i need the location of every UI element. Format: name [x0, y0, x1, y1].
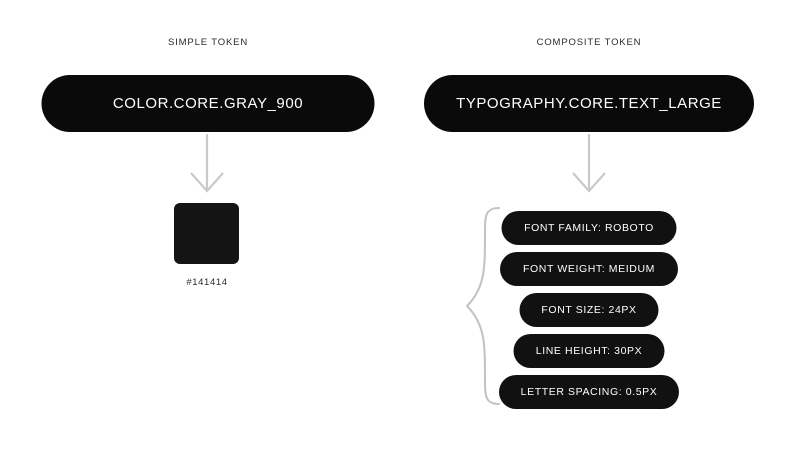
composite-token-pill[interactable]: TYPOGRAPHY.CORE.TEXT_LARGE — [424, 75, 754, 132]
color-swatch — [174, 203, 239, 264]
attribute-pill-font-size[interactable]: FONT SIZE: 24PX — [519, 293, 659, 327]
color-swatch-hex-label: #141414 — [186, 277, 228, 288]
simple-token-heading: SIMPLE TOKEN — [167, 37, 249, 48]
arrow-down-icon — [187, 133, 227, 198]
attribute-label: FONT WEIGHT: MEIDUM — [523, 263, 655, 275]
attribute-pill-font-family[interactable]: FONT FAMILY: ROBOTO — [501, 211, 677, 245]
attribute-label: LETTER SPACING: 0.5PX — [520, 386, 658, 398]
curly-brace-icon — [463, 206, 503, 411]
composite-token-label: TYPOGRAPHY.CORE.TEXT_LARGE — [456, 95, 722, 112]
simple-token-label: COLOR.CORE.GRAY_900 — [112, 95, 304, 112]
attribute-pill-line-height[interactable]: LINE HEIGHT: 30PX — [513, 334, 665, 368]
simple-token-pill[interactable]: COLOR.CORE.GRAY_900 — [41, 75, 375, 132]
arrow-down-icon — [569, 133, 609, 198]
composite-token-heading: COMPOSITE TOKEN — [536, 37, 642, 48]
attribute-label: FONT FAMILY: ROBOTO — [524, 222, 654, 234]
attribute-pill-letter-spacing[interactable]: LETTER SPACING: 0.5PX — [499, 375, 679, 409]
attribute-label: LINE HEIGHT: 30PX — [535, 345, 643, 357]
attribute-pill-font-weight[interactable]: FONT WEIGHT: MEIDUM — [500, 252, 678, 286]
attribute-label: FONT SIZE: 24PX — [541, 304, 637, 316]
